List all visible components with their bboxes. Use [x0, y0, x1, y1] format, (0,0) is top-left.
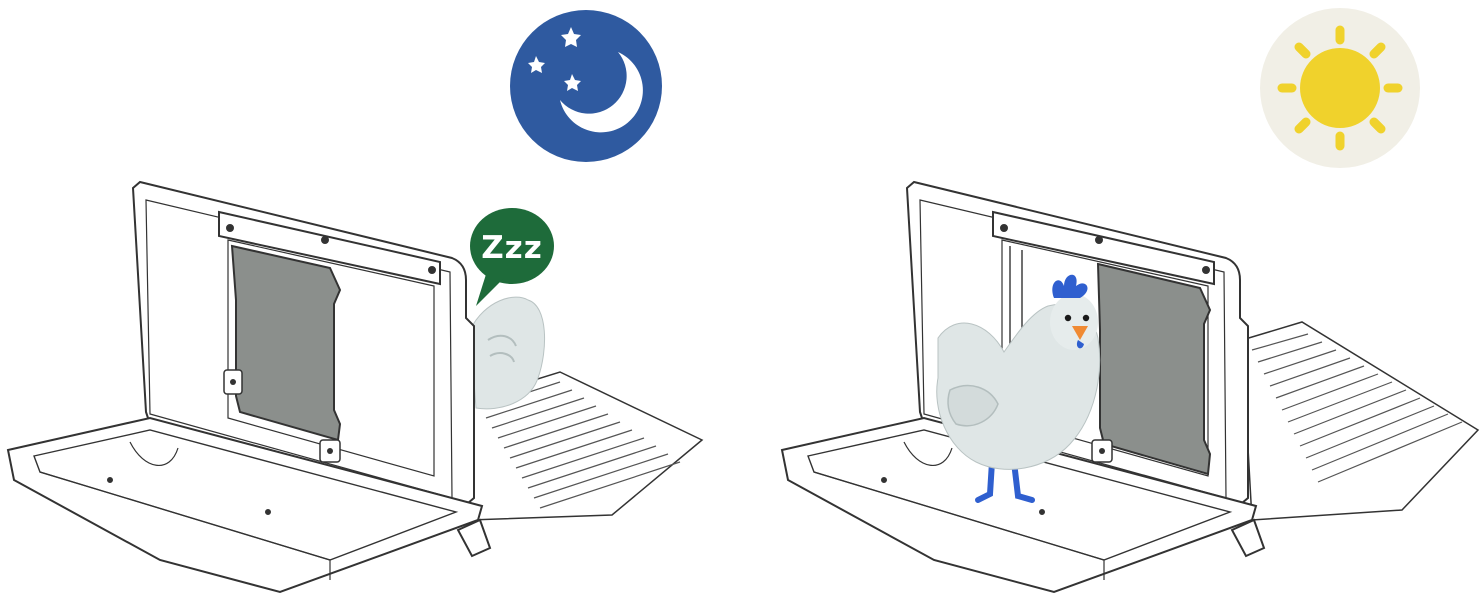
sun-icon: [1260, 8, 1420, 168]
night-scene-drawing: Zzz: [0, 0, 742, 605]
moon-stars-icon: [510, 10, 662, 162]
day-scene-drawing: [742, 0, 1484, 605]
door-pane-open: [1092, 264, 1210, 474]
day-scene: [742, 0, 1484, 605]
night-scene: Zzz: [0, 0, 742, 605]
ramp-grate: [1242, 322, 1478, 520]
speech-bubble-text: Zzz: [481, 230, 543, 266]
speech-bubble: Zzz: [470, 208, 554, 306]
